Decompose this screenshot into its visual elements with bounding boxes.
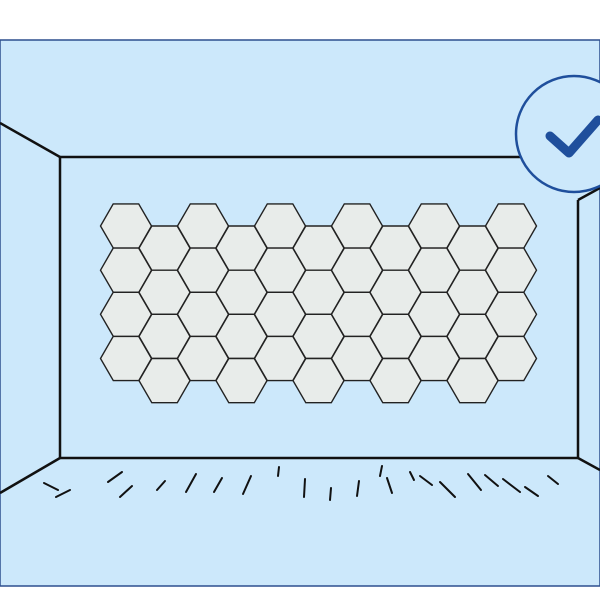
floor-hatch-stroke xyxy=(356,480,360,497)
floor-hatch-stroke xyxy=(419,475,433,486)
floor-hatch-stroke xyxy=(156,480,166,491)
floor-hatch-stroke xyxy=(379,465,383,477)
floor-hatch-stroke xyxy=(484,474,499,487)
floor-hatch-stroke xyxy=(213,477,223,493)
floor-hatch-stroke xyxy=(524,486,539,497)
badge-circle xyxy=(514,74,600,194)
floor-hatch-stroke xyxy=(467,473,482,491)
ceiling-left-edge xyxy=(0,121,61,159)
floor-hatch-stroke xyxy=(502,478,521,493)
approval-badge xyxy=(514,74,600,194)
floor-texture xyxy=(43,465,559,501)
floor-hatch-stroke xyxy=(303,478,306,498)
floor-hatch-stroke xyxy=(329,487,332,501)
floor-hatch-stroke xyxy=(55,489,71,498)
room-perspective-lines xyxy=(0,121,600,495)
floor-hatch-stroke xyxy=(547,475,559,485)
floor-right-edge xyxy=(577,456,600,472)
hexagon-tile-panel xyxy=(99,203,538,404)
ceiling-right-edge xyxy=(577,186,600,202)
floor-hatch-stroke xyxy=(277,466,280,477)
floor-hatch-stroke xyxy=(185,473,197,493)
check-mark-icon xyxy=(545,115,600,158)
hexagon-tile xyxy=(484,335,538,382)
floor-hatch-stroke xyxy=(242,475,252,495)
floor-hatch-stroke xyxy=(386,477,393,494)
floor-hatch-stroke xyxy=(439,481,456,498)
floor-hatch-stroke xyxy=(107,471,123,483)
back-wall xyxy=(58,155,580,460)
floor-left-edge xyxy=(0,456,61,495)
floor-hatch-stroke xyxy=(119,485,133,498)
floor-hatch-stroke xyxy=(409,471,415,481)
floor-hatch-stroke xyxy=(43,482,59,491)
